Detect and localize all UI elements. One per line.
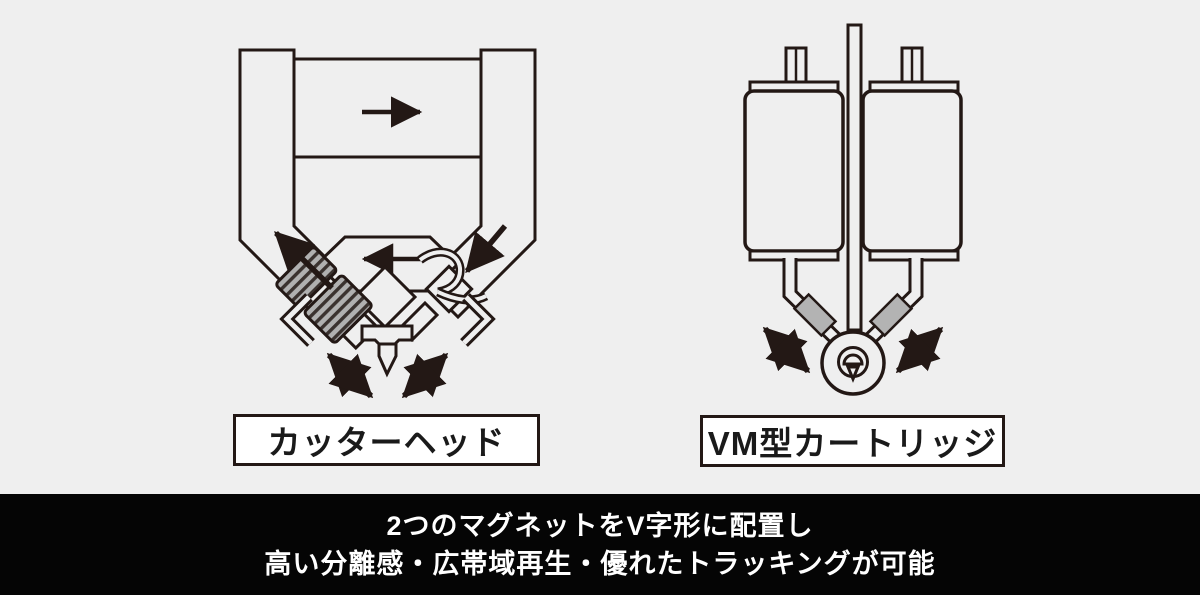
caption-line-2: 高い分離感・広帯域再生・優れたトラッキングが可能 (264, 548, 936, 579)
motion-double-arrow-left-icon (762, 326, 811, 374)
coil-icon (275, 246, 380, 351)
pole-chevron-left (279, 293, 315, 347)
left-coil-cylinder (743, 46, 845, 262)
cutter-head-diagram (238, 48, 537, 399)
vm-cartridge-label: VM型カートリッジ (700, 415, 1005, 467)
cutter-head-label: カッターヘッド (233, 414, 540, 466)
right-channel-arrow-icon (464, 224, 508, 274)
groove-motion-double-arrow-left-icon (326, 352, 374, 399)
magnet-right-icon (868, 292, 914, 338)
right-coil-cylinder (861, 46, 963, 262)
stylus-icon (360, 324, 414, 378)
stylus-in-groove-symbol (820, 330, 886, 396)
vm-cartridge-diagram (743, 23, 963, 396)
cutter-head-label-text: カッターヘッド (267, 424, 506, 461)
left-channel-arrow-icon (274, 231, 334, 290)
caption-bar: 2つのマグネットをV字形に配置し 高い分離感・広帯域再生・優れたトラッキングが可… (0, 494, 1200, 595)
motion-double-arrow-right-icon (895, 326, 944, 374)
groove-motion-double-arrow-right-icon (401, 352, 449, 399)
vm-cartridge-label-text: VM型カートリッジ (707, 425, 998, 462)
caption-line-1: 2つのマグネットをV字形に配置し (386, 510, 814, 541)
pole-chevron-right (460, 293, 496, 347)
center-shield-plate (846, 23, 863, 332)
magnet-left-icon (792, 292, 838, 338)
yoke-crossbar (292, 57, 483, 159)
